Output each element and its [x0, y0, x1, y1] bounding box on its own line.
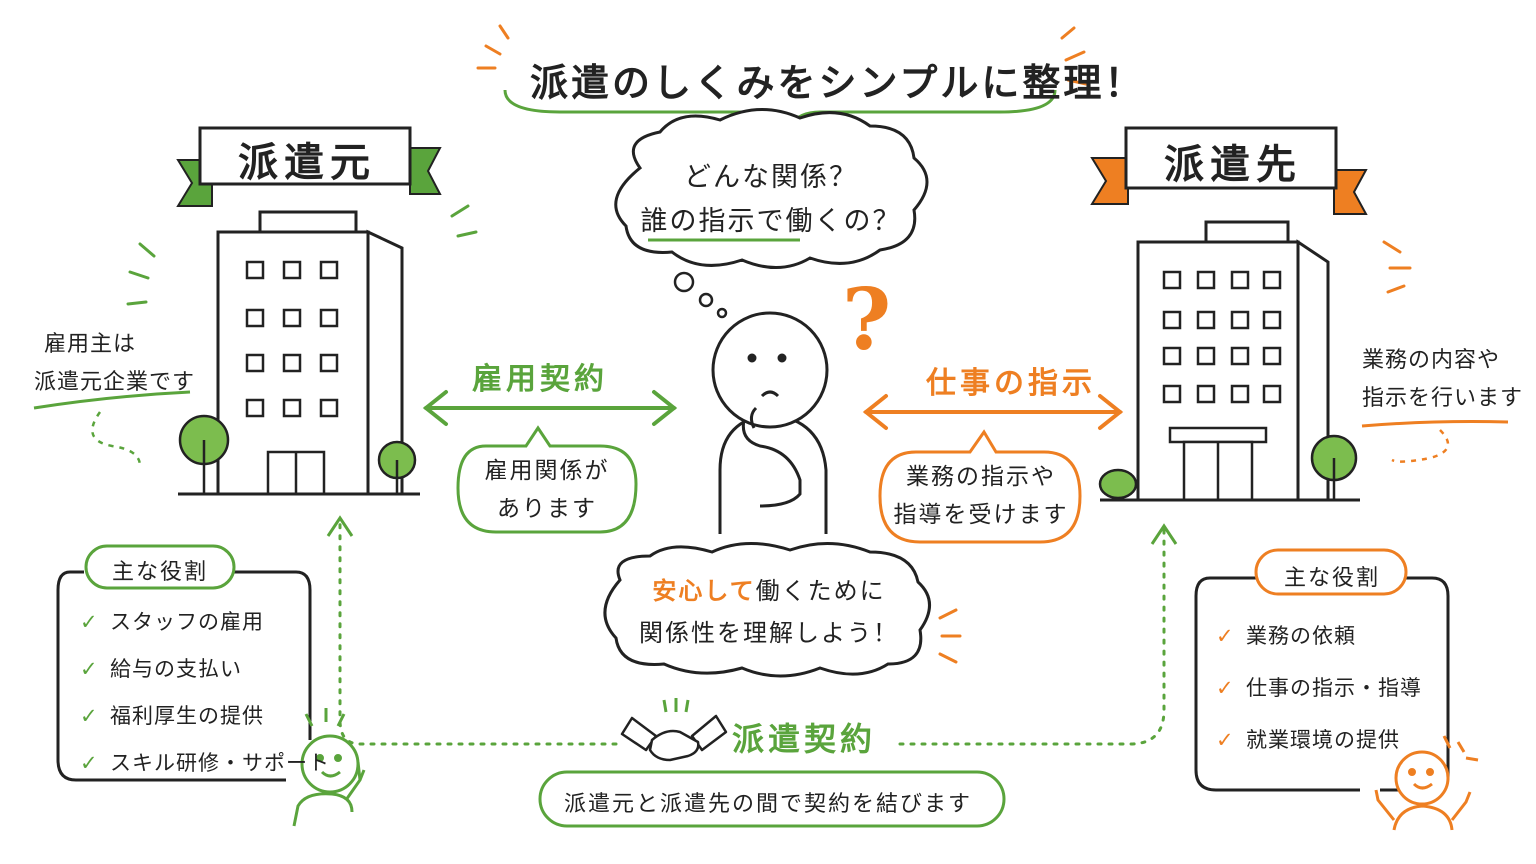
right-tree-icon — [1098, 434, 1358, 500]
dispatch-label: 派遣契約 — [732, 720, 877, 758]
instruction-label: 仕事の指示 — [926, 366, 1096, 401]
list-item: ✓ 福利厚生の提供 — [80, 700, 330, 730]
conclusion-rest: 働くために — [755, 577, 886, 605]
instruction-bubble — [878, 429, 1082, 544]
check-icon: ✓ — [1216, 728, 1235, 752]
list-item: ✓ 業務の依頼 — [1216, 620, 1422, 650]
right-note-line: 業務の内容や — [1362, 348, 1501, 373]
title-spark-right-icon — [1060, 26, 1088, 86]
left-note-line: 雇用主は — [44, 332, 137, 357]
right-roles-title: 主な役割 — [1284, 566, 1381, 591]
employment-bubble-line: あります — [497, 496, 597, 522]
handshake-icon — [620, 698, 728, 762]
title-spark-left-icon — [476, 24, 510, 70]
check-icon: ✓ — [1216, 624, 1235, 648]
role-label: スキル研修・サポート — [110, 751, 330, 775]
dispatch-arrow-right — [898, 528, 1166, 746]
right-roles-pill — [1254, 548, 1408, 596]
dispatch-arrow-left — [338, 518, 618, 746]
instruction-arrow — [862, 394, 1124, 430]
instruction-bubble-text: 業務の指示や 指導を受けます — [884, 458, 1078, 534]
check-icon: ✓ — [80, 751, 99, 775]
page-title: 派遣のしくみをシンプルに整理！ — [530, 61, 1146, 105]
person-icon — [711, 311, 829, 534]
dispatch-arrowhead-left — [326, 515, 354, 537]
dispatch-arrowhead-right — [1150, 523, 1178, 545]
thought-cloud — [614, 108, 929, 270]
instruction-bubble-line: 指導を受けます — [893, 502, 1069, 528]
right-banner-label: 派遣先 — [1164, 142, 1302, 188]
left-note: 雇用主は 派遣元企業です — [34, 326, 195, 402]
right-banner-ribbon — [1090, 126, 1368, 215]
conclusion-line-1: 安心して働くために — [626, 570, 912, 612]
left-roles-title: 主な役割 — [112, 560, 209, 585]
list-item: ✓ 仕事の指示・指導 — [1216, 672, 1422, 702]
role-label: スタッフの雇用 — [110, 610, 264, 634]
role-label: 仕事の指示・指導 — [1246, 676, 1422, 700]
conclusion-text: 安心して働くために 関係性を理解しよう！ — [626, 570, 912, 654]
check-icon: ✓ — [80, 704, 99, 728]
list-item: ✓ スキル研修・サポート — [80, 747, 330, 777]
instruction-bubble-line: 業務の指示や — [906, 464, 1056, 490]
role-label: 就業環境の提供 — [1246, 728, 1400, 752]
list-item: ✓ 就業環境の提供 — [1216, 724, 1422, 754]
employment-arrow — [422, 390, 678, 426]
employment-label: 雇用契約 — [472, 362, 608, 397]
right-note-line: 指示を行います — [1362, 386, 1524, 411]
right-mini-person-icon — [1374, 735, 1479, 831]
role-label: 給与の支払い — [110, 657, 242, 681]
left-roles-list: ✓ スタッフの雇用 ✓ 給与の支払い ✓ 福利厚生の提供 ✓ スキル研修・サポート — [80, 606, 330, 794]
thought-line: どんな関係？ — [684, 162, 858, 193]
thought-dot — [698, 292, 714, 308]
tree-icon — [178, 414, 417, 494]
thought-dot — [716, 307, 728, 319]
right-note-hook — [1391, 429, 1450, 463]
employment-bubble-text: 雇用関係が あります — [462, 452, 632, 528]
left-roles-card — [56, 570, 312, 782]
left-note-hook — [91, 411, 142, 467]
left-roles-pill — [84, 544, 236, 590]
left-banner-ribbon — [176, 126, 442, 207]
left-note-line: 派遣元企業です — [34, 370, 196, 395]
left-spark-icon — [126, 204, 478, 306]
right-note-underline — [1361, 420, 1509, 428]
thought-dot — [673, 271, 695, 293]
left-mini-person-icon — [292, 708, 366, 827]
employment-bubble-line: 雇用関係が — [484, 458, 610, 484]
left-banner-label: 派遣元 — [238, 140, 376, 186]
check-icon: ✓ — [1216, 676, 1235, 700]
conclusion-line-2: 関係性を理解しよう！ — [639, 619, 899, 647]
list-item: ✓ 給与の支払い — [80, 653, 330, 683]
list-item: ✓ スタッフの雇用 — [80, 606, 330, 636]
building-icon — [178, 210, 420, 496]
role-label: 業務の依頼 — [1246, 624, 1356, 648]
right-roles-list: ✓ 業務の依頼 ✓ 仕事の指示・指導 ✓ 就業環境の提供 — [1216, 620, 1422, 771]
left-note-underline — [33, 390, 191, 410]
conclusion-cloud — [603, 542, 931, 678]
right-building-icon — [1100, 220, 1360, 502]
conclusion-spark-icon — [938, 608, 962, 664]
thought-line: 誰の指示で働くの？ — [640, 206, 902, 237]
dispatch-caption: 派遣元と派遣先の間で契約を結びます — [564, 792, 973, 817]
check-icon: ✓ — [80, 657, 99, 681]
role-label: 福利厚生の提供 — [110, 704, 264, 728]
right-note: 業務の内容や 指示を行います — [1362, 342, 1523, 418]
thought-text: どんな関係？ 誰の指示で働くの？ — [636, 156, 906, 244]
employment-bubble — [456, 425, 638, 534]
right-spark-icon — [1382, 240, 1412, 294]
check-icon: ✓ — [80, 610, 99, 634]
dispatch-caption-pill — [538, 770, 1006, 828]
question-mark-icon: ? — [842, 270, 892, 369]
conclusion-highlight: 安心して — [652, 577, 756, 605]
